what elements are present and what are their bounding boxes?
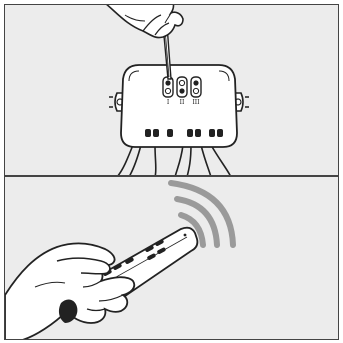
dip-switch-2 bbox=[177, 77, 187, 97]
hand-shadow bbox=[59, 300, 77, 323]
step-1-panel: I II III bbox=[4, 4, 339, 176]
receiver-wires bbox=[117, 145, 231, 176]
receiver-module: I II III bbox=[109, 65, 249, 147]
remote-led bbox=[184, 234, 187, 237]
dip-label-2: II bbox=[180, 99, 185, 106]
step-2-illustration bbox=[5, 177, 339, 340]
dip-switch-1 bbox=[163, 77, 173, 97]
step-2-panel bbox=[4, 176, 339, 340]
dip-label-3: III bbox=[192, 99, 200, 106]
hand bbox=[5, 243, 134, 340]
step-1-illustration: I II III bbox=[5, 5, 339, 176]
dip-switch-3 bbox=[191, 77, 201, 97]
